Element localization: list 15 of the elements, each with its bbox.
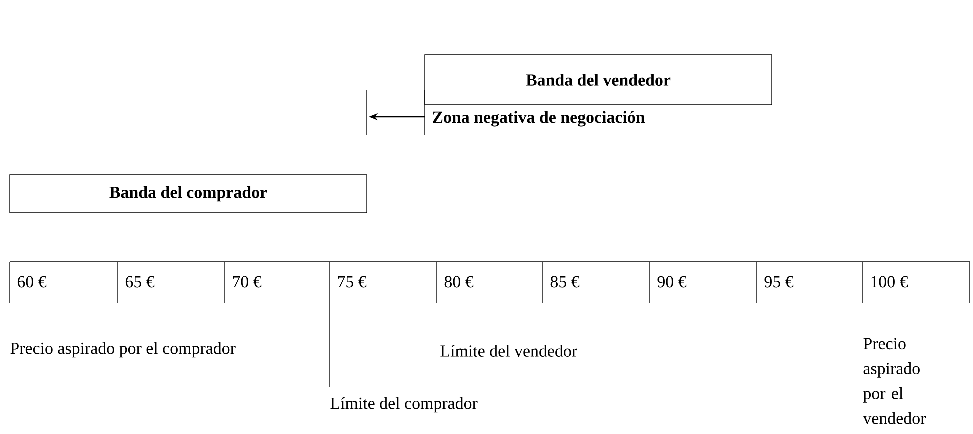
price-value: 75 € [338, 276, 367, 288]
price-value: 80 € [444, 276, 474, 288]
price-value: 100 € [872, 276, 908, 288]
price-value: 60 € [18, 276, 47, 288]
price-note: Precio aspirado por el vendedor [863, 338, 926, 424]
limit-note: Límite del vendedor [440, 345, 578, 357]
band-box: Banda del comprador [10, 174, 368, 214]
price-value: 85 € [550, 276, 580, 288]
price-value: 70 € [233, 276, 262, 288]
limit-note: Límite del comprador [330, 397, 478, 413]
price-value: 95 € [764, 276, 794, 288]
band-box: Banda del vendedor [424, 54, 772, 106]
price-value: 90 € [658, 276, 687, 288]
price-note: Precio aspirado por el comprador [10, 342, 236, 358]
price-value: 65 € [126, 276, 155, 288]
